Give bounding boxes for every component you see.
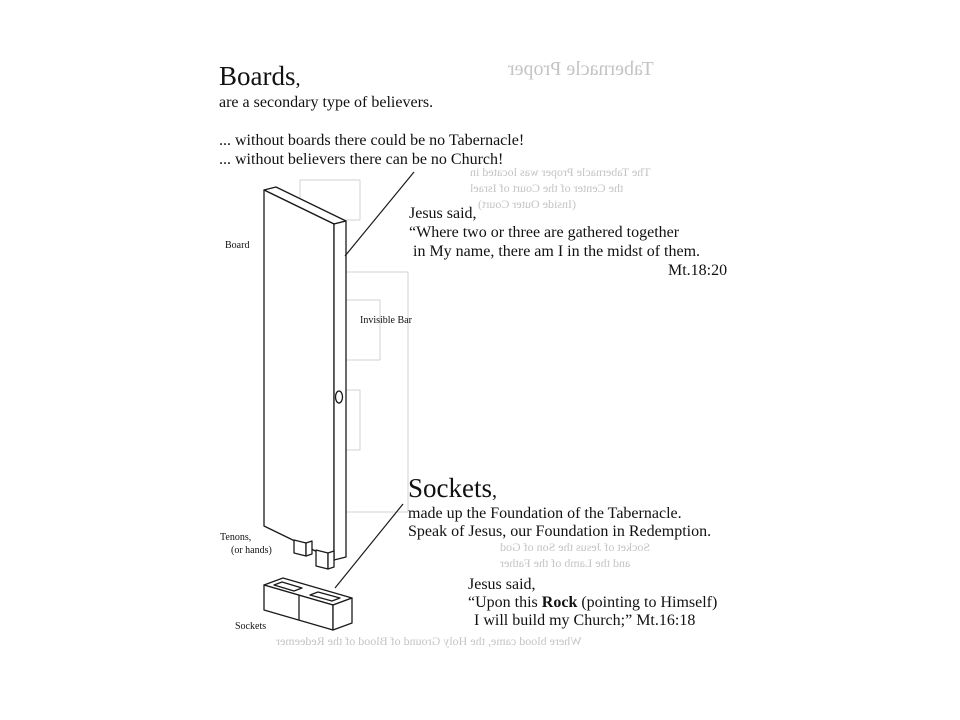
boards-heading-comma: , — [295, 68, 301, 90]
label-tenons: Tenons, — [220, 532, 252, 543]
tenons-icon — [293, 539, 335, 570]
sockets-line-1: made up the Foundation of the Tabernacle… — [408, 505, 682, 522]
boards-heading: Boards, — [219, 61, 301, 92]
quote1-line-1: “Where two or three are gathered togethe… — [409, 224, 680, 241]
sockets-heading-comma: , — [492, 480, 497, 502]
label-board: Board — [225, 240, 250, 251]
quote2-line-1-post: (pointing to Himself) — [577, 594, 718, 611]
bar-ring-icon — [334, 390, 344, 404]
quote2-intro: Jesus said, — [468, 576, 536, 593]
boards-subtitle: are a secondary type of believers. — [219, 94, 434, 111]
label-invisible-bar: Invisible Bar — [360, 315, 412, 326]
quote2-line-1-pre: “Upon this — [468, 594, 542, 611]
pointer-line-sockets — [334, 503, 404, 589]
boards-line-2: ... without believers there can be no Ch… — [219, 151, 504, 168]
quote2-line-1-bold: Rock — [541, 594, 578, 611]
quote1-intro: Jesus said, — [409, 205, 477, 222]
sockets-heading-text: Sockets — [408, 473, 492, 503]
quote1-reference: Mt.18:20 — [668, 262, 728, 279]
sockets-heading: Sockets, — [408, 473, 497, 504]
boards-heading-text: Boards — [219, 61, 296, 91]
pointer-line-quote — [344, 171, 415, 257]
label-sockets: Sockets — [235, 621, 267, 632]
board-side-face — [333, 220, 347, 561]
sockets-line-2: Speak of Jesus, our Foundation in Redemp… — [408, 523, 712, 540]
quote1-line-2: in My name, there am I in the midst of t… — [413, 243, 701, 260]
quote2-line-1: “Upon this Rock (pointing to Himself) — [468, 594, 717, 612]
board-front-face — [263, 189, 335, 561]
boards-line-1: ... without boards there could be no Tab… — [219, 132, 525, 149]
quote2-line-2: I will build my Church;” Mt.16:18 — [474, 612, 696, 629]
sockets-icon — [263, 577, 353, 631]
label-tenons-sub: (or hands) — [231, 545, 272, 556]
